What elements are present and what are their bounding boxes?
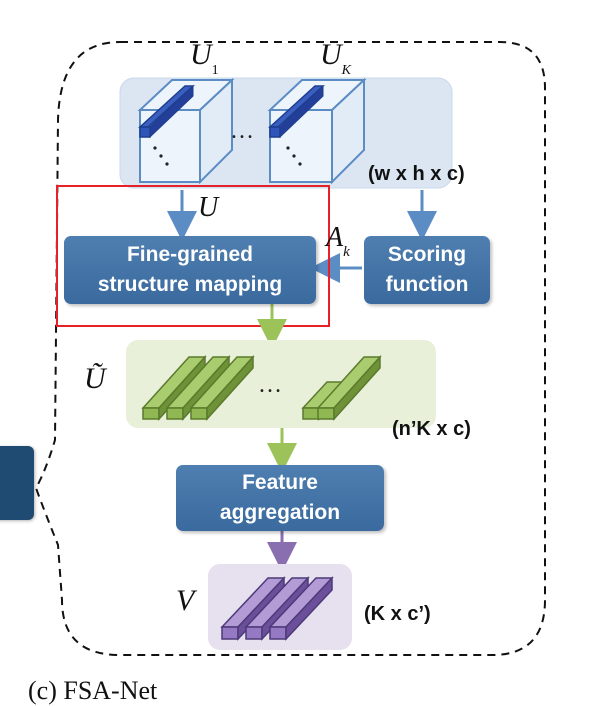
output-bars bbox=[220, 576, 334, 641]
label-v: V bbox=[176, 584, 195, 617]
label-u-tilde: Ũ bbox=[84, 362, 106, 395]
label-u1: U1 bbox=[190, 38, 219, 78]
figure-caption: (c) FSA-Net bbox=[28, 676, 158, 705]
highlight-box bbox=[56, 185, 330, 327]
mapped-bars-left bbox=[141, 355, 255, 421]
scoring-function-box: Scoring function bbox=[364, 236, 490, 304]
bars-ellipsis: … bbox=[258, 372, 282, 398]
dim-mapped: (n’K x c) bbox=[392, 418, 471, 440]
fine-grained-mapping-box: Fine-grained structure mapping bbox=[64, 236, 316, 304]
dim-output: (K x c’) bbox=[364, 603, 431, 625]
feature-aggregation-box: Feature aggregation bbox=[176, 465, 384, 531]
feature-cube-k bbox=[267, 77, 367, 185]
mapped-bars-right bbox=[301, 355, 382, 421]
dashed-container bbox=[34, 41, 546, 656]
dim-input: (w x h x c) bbox=[368, 163, 465, 185]
label-u: U bbox=[198, 192, 219, 223]
label-uk: UK bbox=[320, 38, 352, 78]
partial-left-box bbox=[0, 446, 34, 520]
feature-cube-1 bbox=[137, 77, 235, 185]
cube-ellipsis: … bbox=[230, 118, 254, 144]
label-ak: Ak bbox=[326, 222, 350, 260]
